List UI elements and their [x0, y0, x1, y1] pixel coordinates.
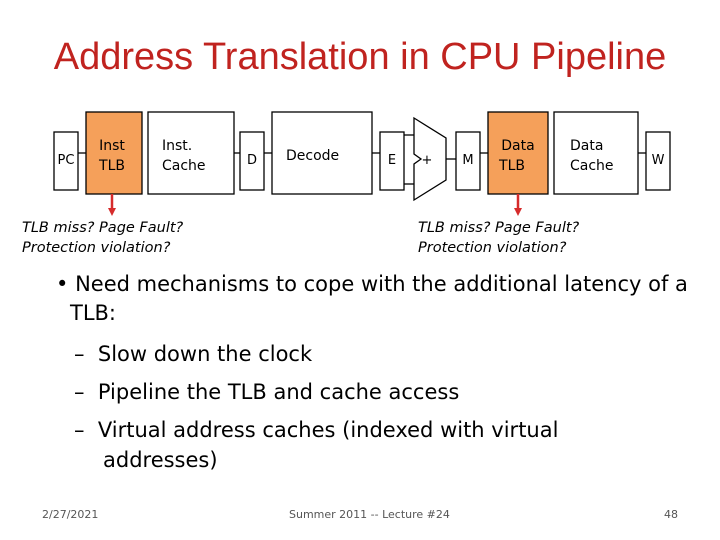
data-tlb-miss-note: TLB miss? Page Fault? Protection violati… — [418, 218, 579, 258]
pc-label: PC — [58, 153, 75, 168]
m-label: M — [462, 153, 473, 168]
inst-tlb-label-1: Inst — [99, 138, 125, 154]
inst-tlb-miss-line-2: Protection violation? — [22, 240, 171, 256]
e-register — [379, 131, 405, 191]
inst-tlb-label-2: TLB — [98, 158, 125, 174]
w-label: W — [652, 153, 665, 168]
inst-cache-label-2: Cache — [162, 158, 206, 174]
dash-marker: – — [74, 418, 98, 442]
main-bullet-text-1: Need mechanisms to cope with the additio… — [75, 272, 688, 296]
decode-box — [271, 111, 373, 195]
dash-marker: – — [74, 342, 98, 366]
sub-bullet-text-2: Pipeline the TLB and cache access — [97, 380, 460, 404]
data-tlb-miss-line-1: TLB miss? Page Fault? — [418, 220, 580, 236]
bullet-dot: • — [56, 272, 76, 296]
data-tlb-label-1: Data — [501, 138, 534, 154]
w-register — [645, 131, 671, 191]
m-register — [455, 131, 481, 191]
sub-bullet-text-3: Virtual address caches (indexed with vir… — [97, 418, 559, 442]
sub-bullet-3-continuation: addresses) — [103, 448, 218, 472]
alu-label: + — [422, 153, 433, 168]
dash-marker: – — [74, 380, 98, 404]
pc-register — [53, 131, 79, 191]
d-register — [239, 131, 265, 191]
data-cache-label-1: Data — [570, 138, 603, 154]
sub-bullet-text-1: Slow down the clock — [97, 342, 313, 366]
data-cache-box — [553, 111, 639, 195]
sub-bullet-1: – Slow down the clock — [74, 340, 312, 369]
d-label: D — [247, 153, 257, 168]
e-label: E — [388, 153, 396, 168]
pipeline-wires — [78, 134, 646, 185]
data-cache-label-2: Cache — [570, 158, 614, 174]
sub-bullet-3: – Virtual address caches (indexed with v… — [74, 416, 558, 445]
data-tlb-label-2: TLB — [498, 158, 525, 174]
data-tlb-miss-line-2: Protection violation? — [418, 240, 567, 256]
footer-page-number: 48 — [664, 508, 678, 521]
footer-date: 2/27/2021 — [42, 508, 99, 521]
slide-title: Address Translation in CPU Pipeline — [53, 36, 667, 78]
alu-shape — [413, 116, 447, 202]
decode-label: Decode — [286, 148, 339, 164]
main-bullet-line-2: TLB: — [70, 301, 117, 325]
inst-tlb-miss-note: TLB miss? Page Fault? Protection violati… — [22, 218, 183, 258]
main-bullet-line-1: • Need mechanisms to cope with the addit… — [56, 270, 688, 299]
sub-bullet-2: – Pipeline the TLB and cache access — [74, 378, 459, 407]
inst-tlb-miss-line-1: TLB miss? Page Fault? — [22, 220, 184, 236]
inst-tlb-box — [85, 111, 143, 195]
inst-cache-label-1: Inst. — [162, 138, 192, 154]
footer-lecture: Summer 2011 -- Lecture #24 — [289, 508, 450, 521]
